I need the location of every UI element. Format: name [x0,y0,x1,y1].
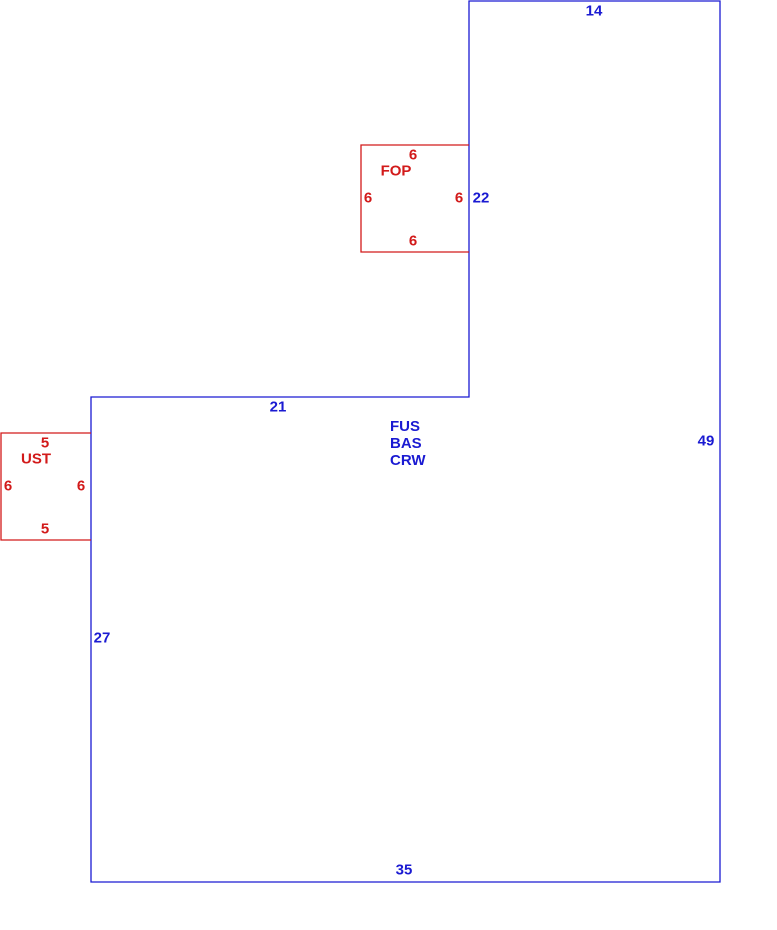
ust-right-dimension: 6 [76,477,86,495]
main-area-code: BAS [390,435,422,452]
ust-bottom-dimension: 5 [40,520,50,538]
main-area-right-dimension: 49 [697,432,715,450]
fop-right-dimension: 6 [454,189,464,207]
fop-bottom-dimension: 6 [408,232,418,250]
main-area-code: FUS [390,418,420,435]
main-area-code: CRW [390,452,426,469]
fop-outline [360,144,469,253]
main-area-bottom-dimension: 35 [395,861,413,879]
main-area-code-list: FUS BAS CRW [390,418,426,469]
main-area-step-dimension: 21 [269,398,287,416]
main-area-left-dimension: 27 [93,629,111,647]
main-area-top-dimension: 14 [585,2,603,20]
ust-code-label: UST [21,450,51,468]
ust-top-dimension: 5 [40,434,50,452]
ust-outline [0,432,91,541]
ust-left-dimension: 6 [3,477,13,495]
fop-top-dimension: 6 [408,146,418,164]
fop-code-label: FOP [380,162,412,180]
main-area-upper-left-dimension: 22 [472,189,490,207]
fop-left-dimension: 6 [363,189,373,207]
main-area-outline [90,0,721,883]
